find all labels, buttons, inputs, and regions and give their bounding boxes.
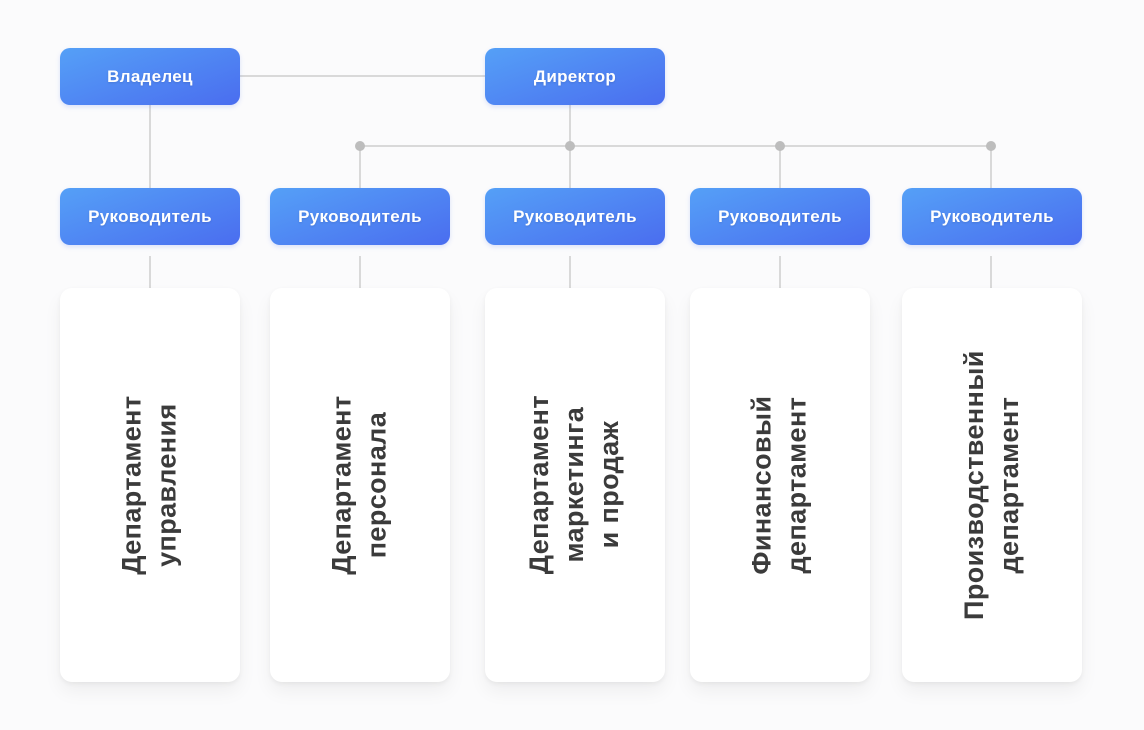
connector-director-down: [569, 105, 571, 146]
connector-manager4-card: [779, 256, 781, 288]
node-department-marketing-sales: Департамент маркетинга и продаж: [485, 288, 665, 682]
node-manager-4: Руководитель: [690, 188, 870, 245]
junction-dot: [355, 141, 365, 151]
node-manager-2: Руководитель: [270, 188, 450, 245]
connector-bus-drop-2: [569, 146, 571, 188]
junction-dot: [986, 141, 996, 151]
node-manager-5: Руководитель: [902, 188, 1082, 245]
node-department-management: Департамент управления: [60, 288, 240, 682]
department-label: Департамент управления: [116, 395, 182, 575]
department-label: Департамент персонала: [326, 395, 392, 575]
connector-owner-director: [240, 75, 485, 77]
connector-bus-drop-4: [990, 146, 992, 188]
department-label: Финансовый департамент: [746, 395, 812, 575]
junction-dot: [775, 141, 785, 151]
department-label: Производственный департамент: [958, 350, 1024, 620]
connector-manager2-card: [359, 256, 361, 288]
node-manager-1: Руководитель: [60, 188, 240, 245]
connector-bus-drop-3: [779, 146, 781, 188]
node-manager-3: Руководитель: [485, 188, 665, 245]
node-department-finance: Финансовый департамент: [690, 288, 870, 682]
node-department-production: Производственный департамент: [902, 288, 1082, 682]
connector-bus: [360, 145, 991, 147]
node-department-personnel: Департамент персонала: [270, 288, 450, 682]
node-owner: Владелец: [60, 48, 240, 105]
connector-owner-down: [149, 105, 151, 188]
junction-dot: [565, 141, 575, 151]
department-label: Департамент маркетинга и продаж: [524, 395, 625, 575]
connector-manager1-card: [149, 256, 151, 288]
connector-bus-drop-1: [359, 146, 361, 188]
connector-manager5-card: [990, 256, 992, 288]
node-director: Директор: [485, 48, 665, 105]
connector-manager3-card: [569, 256, 571, 288]
